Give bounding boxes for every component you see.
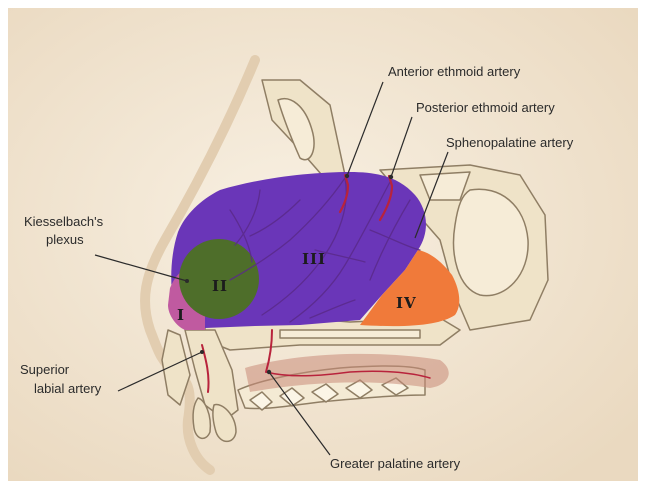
label-superior-labial-line2: labial artery [34, 381, 101, 397]
label-superior-labial-line1: Superior [20, 362, 69, 378]
zone-label-4: IV [396, 294, 417, 312]
label-greater-palatine-artery: Greater palatine artery [330, 456, 460, 472]
label-sphenopalatine-artery: Sphenopalatine artery [446, 135, 573, 151]
label-kiesselbach-line2: plexus [46, 232, 84, 248]
zone-label-1: I [177, 306, 184, 324]
label-kiesselbach-line1: Kiesselbach's [24, 214, 103, 230]
label-posterior-ethmoid-artery: Posterior ethmoid artery [416, 100, 555, 116]
label-anterior-ethmoid-artery: Anterior ethmoid artery [388, 64, 520, 80]
zone-label-2: II [212, 277, 228, 295]
zone-label-3: III [302, 250, 326, 268]
